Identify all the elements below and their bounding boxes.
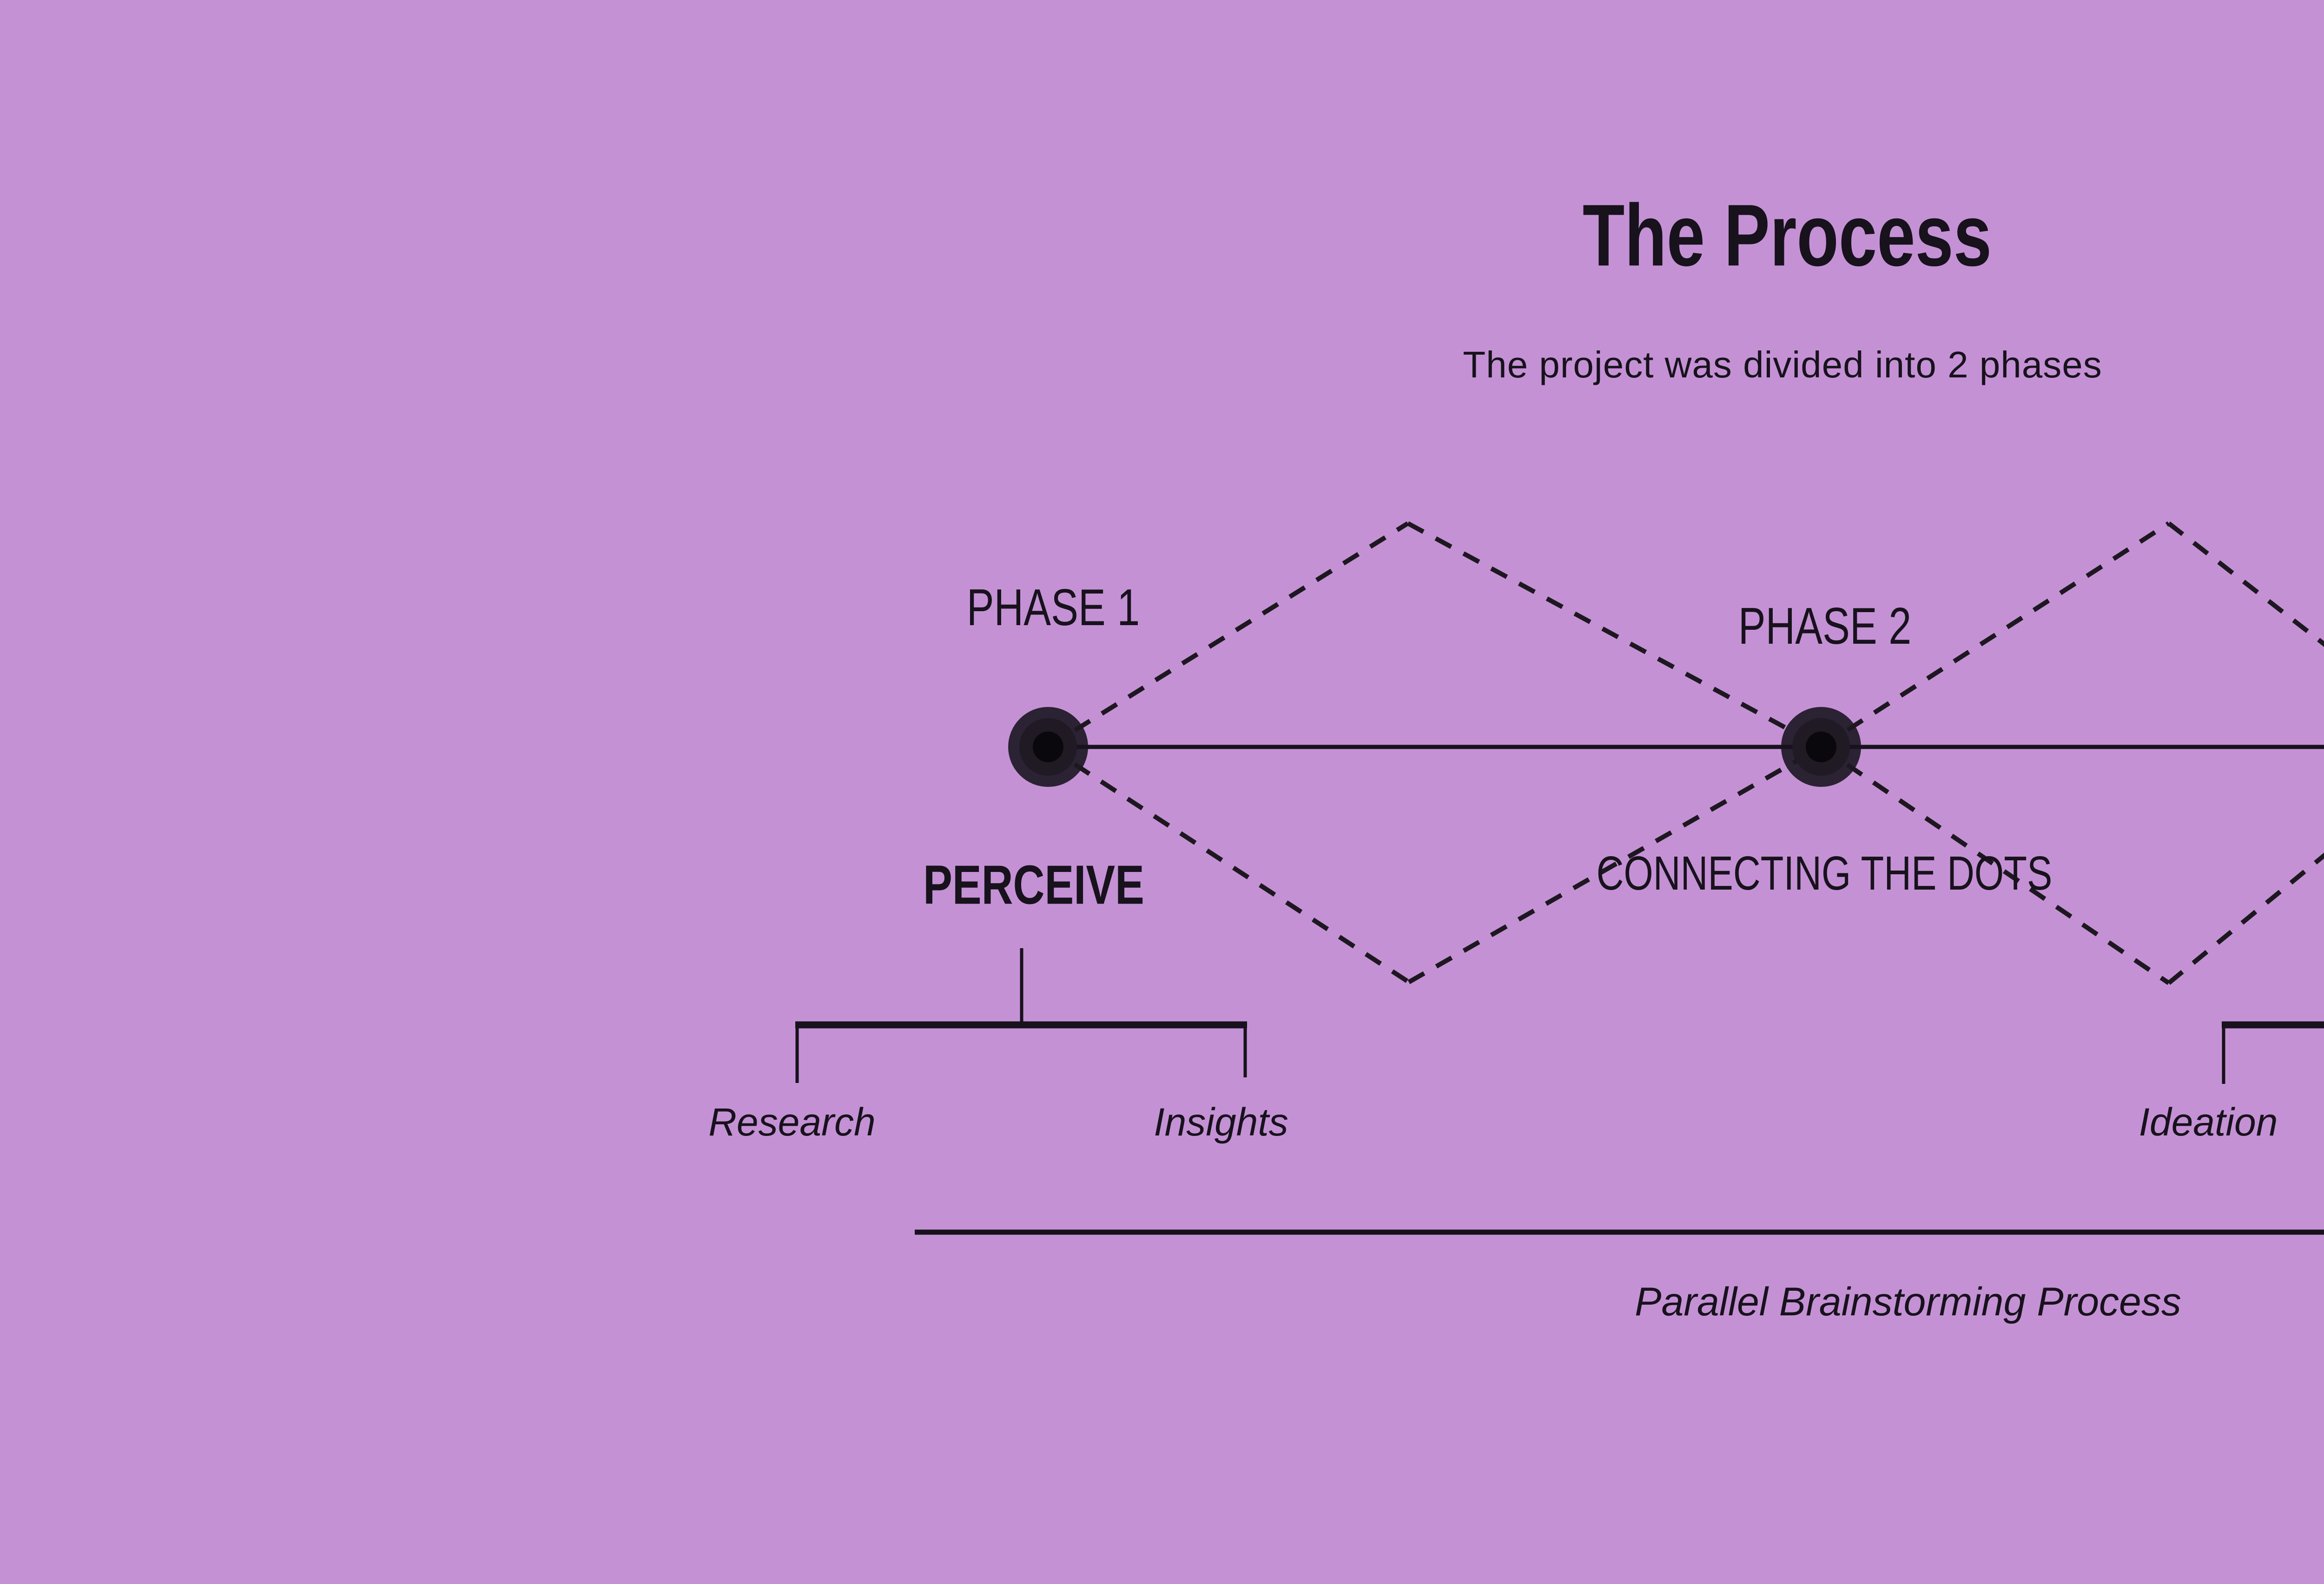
- perceive-branch-insights: Insights: [1154, 1102, 1288, 1142]
- phase2-label: PHASE 2: [1722, 597, 1928, 655]
- formulate-branch-ideation: Ideation: [2139, 1102, 2278, 1142]
- brainstorming-caption: Parallel Brainstorming Process: [1635, 1282, 2181, 1322]
- phase2-name: CONNECTING THE DOTS: [1553, 846, 2096, 900]
- phase-dots-cores: [1019, 718, 1850, 776]
- brainstorming-caption-text: Parallel Brainstorming Process: [1635, 1280, 2181, 1324]
- page-subtitle: The project was divided into 2 phases: [1463, 346, 2102, 383]
- perceive-bracket: [795, 948, 1247, 1083]
- phase1-dot-core: [1033, 732, 1063, 762]
- phase2-dot-core: [1806, 732, 1836, 762]
- formulate-bracket: [2222, 1021, 2324, 1084]
- phase2-label-text: PHASE 2: [1738, 597, 1912, 655]
- phase1-label-text: PHASE 1: [966, 579, 1140, 637]
- page-title: The Process: [1532, 186, 2043, 285]
- phase1-label: PHASE 1: [950, 579, 1156, 637]
- perceive-branch-research: Research: [708, 1102, 876, 1142]
- dashed-diamond-2: [1820, 521, 2324, 985]
- phase3-name: FORMULATE: [2300, 837, 2324, 889]
- phase1-name-text: PERCEIVE: [923, 854, 1144, 916]
- research-label-text: Research: [708, 1100, 876, 1144]
- ideation-label-text: Ideation: [2139, 1100, 2278, 1144]
- page-title-text: The Process: [1582, 186, 1992, 285]
- phase1-name: PERCEIVE: [902, 854, 1165, 916]
- insights-label-text: Insights: [1154, 1100, 1288, 1144]
- dashed-diamond-1: [1047, 521, 1822, 984]
- page-subtitle-text: The project was divided into 2 phases: [1463, 344, 2102, 385]
- phase2-name-text: CONNECTING THE DOTS: [1596, 846, 2053, 900]
